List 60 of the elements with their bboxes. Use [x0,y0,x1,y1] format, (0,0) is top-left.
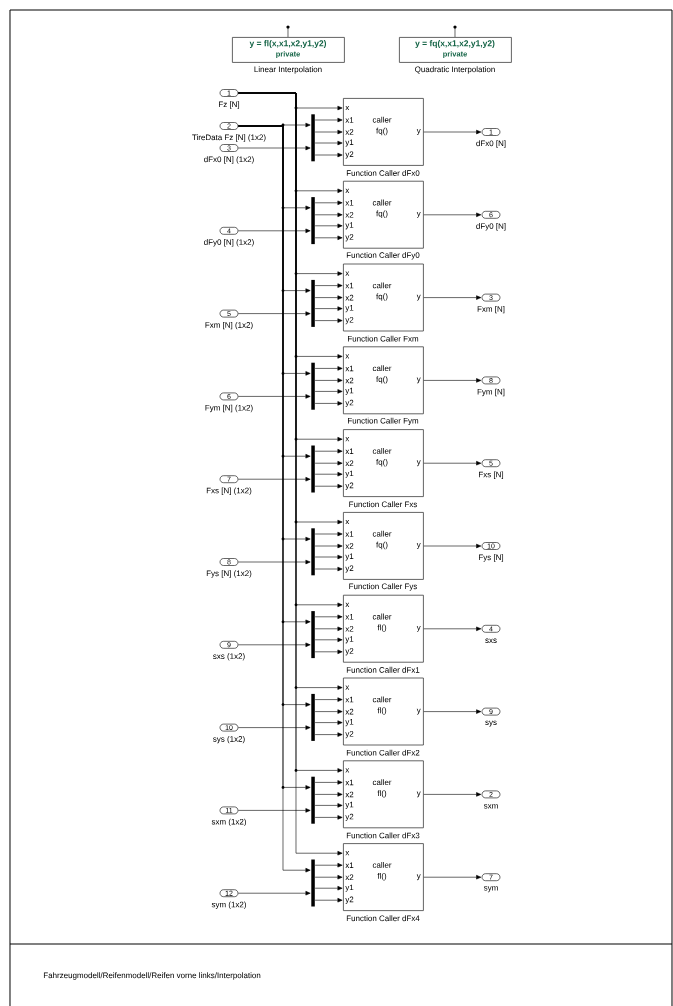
signal-line [314,543,343,549]
signal-line [314,389,343,394]
signal-line [314,117,343,123]
signal-line [423,129,482,135]
signal-line [238,145,311,151]
signal-line [423,875,482,880]
signal-line [238,477,311,482]
signal-line [314,875,343,880]
signal-line [314,235,343,240]
signal-line [423,461,482,466]
signal-line [238,311,311,316]
signal-line [314,200,343,205]
signal-line [314,626,343,631]
signal-line [314,129,343,135]
signal-line [314,803,343,808]
signal-line [423,709,482,714]
signal-line [314,140,343,146]
signal-line [314,815,343,820]
signal-line [423,378,482,383]
signal-line [314,886,343,891]
signal-line [238,725,311,730]
signal-line [314,792,343,797]
signal-line [238,394,311,399]
signal-line [314,318,343,323]
signal-line [314,898,343,903]
signal-line [314,295,343,300]
signal-line [314,531,343,537]
signal-line [314,780,343,785]
signal-line [314,732,343,737]
signal-line [314,283,343,288]
signal-line [314,614,343,619]
signal-line [238,891,311,896]
signal-line [314,366,343,371]
signal-line [314,212,343,217]
signal-line [314,863,343,868]
signal-line [423,792,482,797]
signal-line [423,543,482,549]
signal-line [238,808,311,813]
signal-line [423,295,482,300]
signal-line [314,401,343,406]
signal-line [423,626,482,631]
signal-line [314,649,343,654]
signal-line [314,484,343,489]
signal-line [314,697,343,702]
signal-line [314,720,343,725]
signal-line [314,378,343,383]
signal-line [238,228,311,233]
signal-line [238,642,311,647]
signal-line [314,306,343,311]
signal-line [314,554,343,560]
signal-line [314,449,343,454]
signal-line [314,566,343,572]
signal-line [238,559,311,565]
signal-line [314,472,343,477]
signal-line [423,212,482,217]
signal-line [314,461,343,466]
signal-line [314,637,343,642]
signal-line [314,152,343,158]
signal-line [314,709,343,714]
signal-line [314,223,343,228]
